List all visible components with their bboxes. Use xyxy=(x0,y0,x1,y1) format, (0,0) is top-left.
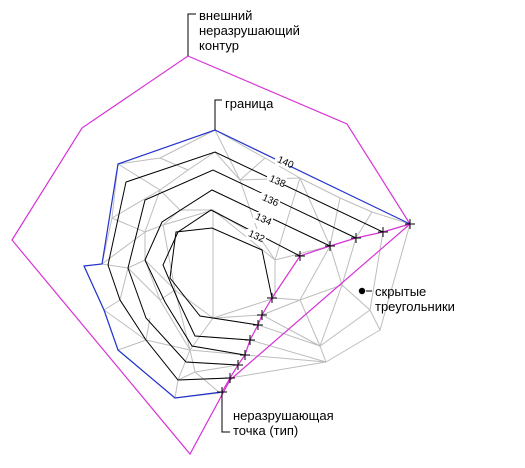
contour-lines xyxy=(107,151,384,381)
leader-boundary xyxy=(214,99,222,130)
hidden-triangles-label-line-2: треугольники xyxy=(375,299,455,314)
contour-134 xyxy=(162,209,301,341)
plus-marker-icon xyxy=(295,251,305,261)
leader-breakline-point xyxy=(221,396,230,433)
outer-contour-callout: внешний неразрушающий контур xyxy=(199,8,300,53)
contour-132 xyxy=(169,227,273,326)
hidden-triangles-callout: скрытые треугольники xyxy=(375,284,455,314)
hidden-triangles-label-line-1: скрытые xyxy=(375,284,427,299)
plus-marker-icon xyxy=(257,310,267,320)
outer-contour xyxy=(11,55,411,456)
plus-marker-icon xyxy=(351,233,361,243)
boundary-label: граница xyxy=(225,96,274,111)
outer-contour-label-line-3: контур xyxy=(199,38,239,53)
callout-dot-icon xyxy=(358,287,366,295)
contour-136 xyxy=(144,189,331,356)
leader-lines xyxy=(187,13,372,433)
plus-marker-icon xyxy=(225,373,235,383)
outer-contour-label-line-1: внешний xyxy=(199,8,253,23)
plus-marker-icon xyxy=(253,320,263,330)
breakline-point-callout: неразрушающая точка (тип) xyxy=(233,408,334,438)
outer-contour-label-line-2: неразрушающий xyxy=(199,23,300,38)
plus-marker-icon xyxy=(233,360,243,370)
contour-140 xyxy=(107,151,384,381)
plus-marker-icon xyxy=(405,219,415,229)
plus-marker-icon xyxy=(378,227,388,237)
breakline-point-label-line-2: точка (тип) xyxy=(233,423,299,438)
plus-marker-icon xyxy=(267,293,277,303)
hidden-triangles xyxy=(83,129,411,399)
plus-marker-icon xyxy=(240,350,250,360)
contour-138 xyxy=(127,169,357,366)
breakline-point-label-line-1: неразрушающая xyxy=(233,408,334,423)
plus-marker-icon xyxy=(325,241,335,251)
boundary-callout: граница xyxy=(225,96,273,111)
plus-marker-icon xyxy=(245,335,255,345)
breakline-points xyxy=(217,219,415,397)
plus-marker-icon xyxy=(217,387,227,397)
boundary xyxy=(83,129,411,399)
leader-outer-contour xyxy=(187,13,196,56)
